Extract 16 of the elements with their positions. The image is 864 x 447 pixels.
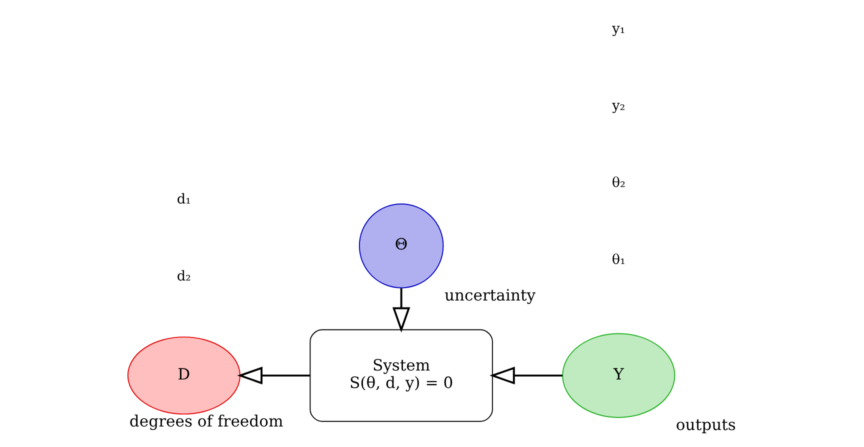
label: d₂ xyxy=(176,268,191,285)
label: d₁ xyxy=(176,192,191,208)
arrow xyxy=(392,288,410,333)
label: y₂ xyxy=(612,98,625,114)
node-label: uncertainty xyxy=(444,286,536,304)
label: θ₁ xyxy=(611,252,626,268)
node-label: degrees of freedom xyxy=(128,412,283,431)
node-ellipse: D xyxy=(126,336,240,415)
label: y₁ xyxy=(612,21,625,38)
node-ellipse: Y xyxy=(562,333,675,418)
label: θ₂ xyxy=(611,175,626,192)
arrow xyxy=(489,366,562,384)
arrow xyxy=(236,366,310,384)
node-circle: Θ xyxy=(358,204,444,288)
node-box: System S(θ, d, y) = 0 xyxy=(309,329,492,422)
node-label: outputs xyxy=(675,416,736,434)
